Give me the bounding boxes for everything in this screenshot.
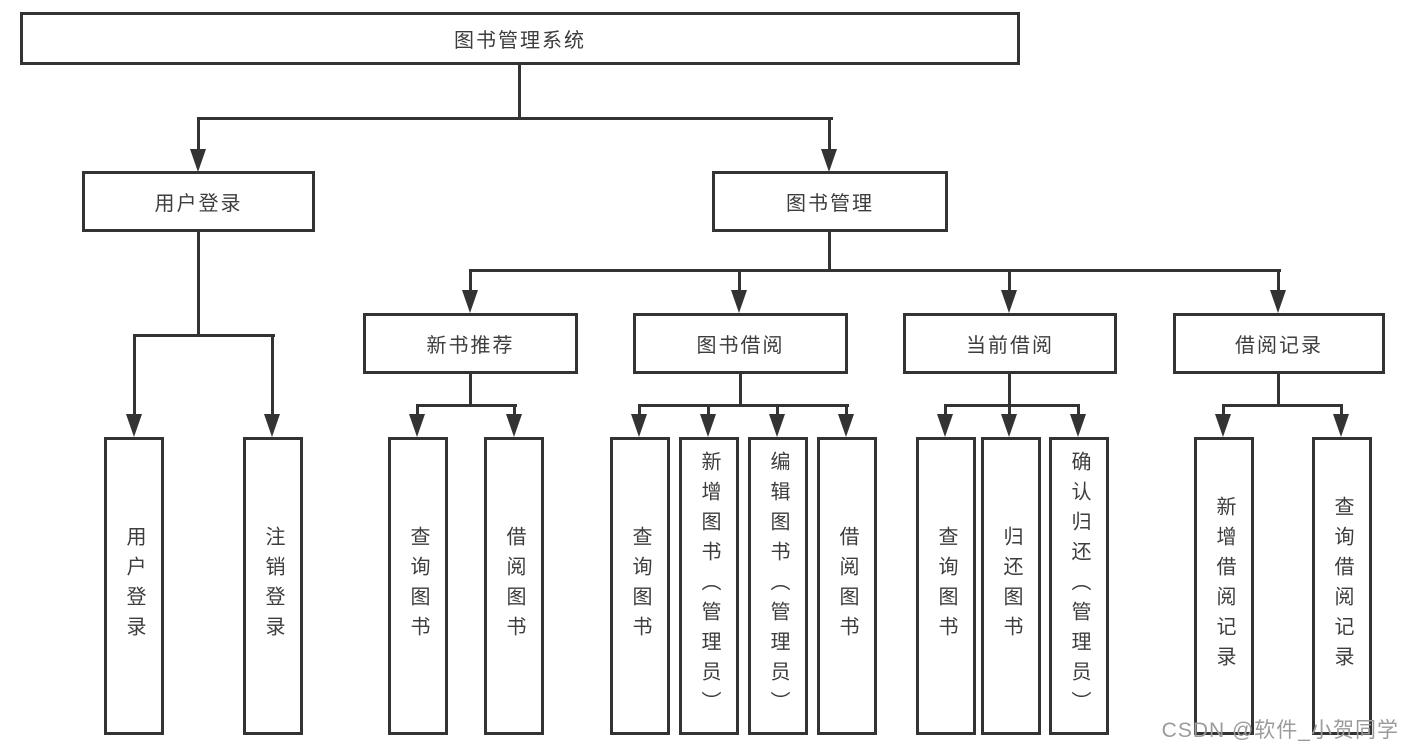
node-confirm-return-admin: 确认归还（管理员） <box>1049 437 1109 735</box>
node-label: 查询借阅记录 <box>1331 496 1353 676</box>
node-label: 用户登录 <box>154 193 243 215</box>
arrowhead-book-borrowing <box>731 290 747 313</box>
edge-drop-login-leaf <box>133 335 136 417</box>
node-new-book-recommend: 新书推荐 <box>363 313 578 374</box>
edge-drop-cb-confirm <box>1077 405 1080 418</box>
node-query-books-recommend: 查询图书 <box>388 437 448 735</box>
node-library-system: 图书管理系统 <box>20 12 1020 65</box>
node-book-borrowing: 图书借阅 <box>633 313 848 374</box>
arrowhead-rec-borrow <box>506 414 522 437</box>
arrowhead-br-add <box>1215 414 1231 437</box>
node-label: 借阅图书 <box>836 526 858 646</box>
arrowhead-bb-query <box>631 414 647 437</box>
edge-new-book-split <box>416 404 517 407</box>
node-query-books-current: 查询图书 <box>916 437 976 735</box>
edge-drop-current-borrowing <box>1008 270 1011 293</box>
node-query-books-borrowing: 查询图书 <box>610 437 670 735</box>
edge-root-stem <box>518 65 521 120</box>
edge-drop-bb-add <box>707 405 710 418</box>
node-label: 图书管理系统 <box>454 30 586 52</box>
node-query-borrow-record: 查询借阅记录 <box>1312 437 1372 735</box>
arrowhead-borrow-records <box>1270 290 1286 313</box>
node-borrow-books: 借阅图书 <box>817 437 877 735</box>
node-add-borrow-record: 新增借阅记录 <box>1194 437 1254 735</box>
node-label: 新增借阅记录 <box>1213 496 1235 676</box>
node-label: 查询图书 <box>629 526 651 646</box>
node-add-books-admin: 新增图书（管理员） <box>679 437 739 735</box>
edge-borrow-records-split <box>1222 404 1343 407</box>
node-book-management: 图书管理 <box>712 171 948 232</box>
arrowhead-login-leaf <box>126 414 142 437</box>
edge-user-login-split <box>133 334 275 337</box>
arrowhead-bb-edit <box>769 414 785 437</box>
node-label: 借阅图书 <box>503 526 525 646</box>
edge-drop-book-management <box>828 118 831 154</box>
edge-borrow-records-stem <box>1277 373 1280 406</box>
node-borrow-books-recommend: 借阅图书 <box>484 437 544 735</box>
edge-drop-bb-edit <box>776 405 779 418</box>
node-user-login-leaf: 用户登录 <box>104 437 164 735</box>
node-label: 查询图书 <box>407 526 429 646</box>
node-label: 图书管理 <box>786 193 874 215</box>
edge-current-borrowing-stem <box>1008 373 1011 406</box>
edge-root-split <box>197 117 833 120</box>
edge-drop-book-borrowing <box>738 270 741 293</box>
arrowhead-book-management <box>821 149 837 172</box>
edge-current-borrowing-split <box>944 404 1080 407</box>
node-label: 确认归还（管理员） <box>1068 451 1090 721</box>
node-borrowing-records: 借阅记录 <box>1173 313 1385 374</box>
arrowhead-bb-borrow <box>838 414 854 437</box>
node-label: 借阅记录 <box>1235 335 1323 357</box>
edge-book-borrowing-stem <box>739 373 742 406</box>
node-logout: 注销登录 <box>243 437 303 735</box>
edge-drop-br-query <box>1340 405 1343 418</box>
edge-drop-bb-query <box>638 405 641 418</box>
node-label: 当前借阅 <box>966 335 1054 357</box>
node-label: 用户登录 <box>123 526 145 646</box>
edge-book-borrowing-split <box>638 404 849 407</box>
edge-level3-split <box>469 269 1281 272</box>
node-label: 新增图书（管理员） <box>698 451 720 721</box>
arrowhead-new-book <box>462 290 478 313</box>
edge-book-management-stem <box>828 232 831 271</box>
node-label: 编辑图书（管理员） <box>767 451 789 721</box>
node-edit-books-admin: 编辑图书（管理员） <box>748 437 808 735</box>
node-return-books: 归还图书 <box>981 437 1041 735</box>
arrowhead-rec-query <box>409 414 425 437</box>
arrowhead-br-query <box>1333 414 1349 437</box>
arrowhead-current-borrowing <box>1001 290 1017 313</box>
edge-drop-cb-query <box>944 405 947 418</box>
edge-drop-rec-borrow <box>513 405 516 418</box>
node-current-borrowing: 当前借阅 <box>903 313 1117 374</box>
edge-new-book-stem <box>469 373 472 406</box>
node-label: 查询图书 <box>935 526 957 646</box>
edge-drop-cb-return <box>1008 405 1011 418</box>
node-label: 注销登录 <box>262 526 284 646</box>
edge-drop-bb-borrow <box>845 405 848 418</box>
arrowhead-bb-add <box>700 414 716 437</box>
edge-drop-logout-leaf <box>271 335 274 417</box>
node-user-login: 用户登录 <box>82 171 315 232</box>
edge-drop-new-book <box>469 270 472 293</box>
edge-drop-br-add <box>1222 405 1225 418</box>
arrowhead-user-login <box>190 149 206 172</box>
edge-user-login-stem <box>197 232 200 337</box>
arrowhead-cb-query <box>937 414 953 437</box>
edge-drop-rec-query <box>416 405 419 418</box>
arrowhead-cb-return <box>1001 414 1017 437</box>
node-label: 新书推荐 <box>426 335 515 357</box>
arrowhead-logout-leaf <box>264 414 280 437</box>
arrowhead-cb-confirm <box>1070 414 1086 437</box>
watermark: CSDN @软件_小贺同学 <box>1161 719 1399 742</box>
node-label: 归还图书 <box>1000 526 1022 646</box>
node-label: 图书借阅 <box>696 335 785 357</box>
edge-drop-user-login <box>197 118 200 154</box>
edge-drop-borrow-records <box>1277 270 1280 293</box>
